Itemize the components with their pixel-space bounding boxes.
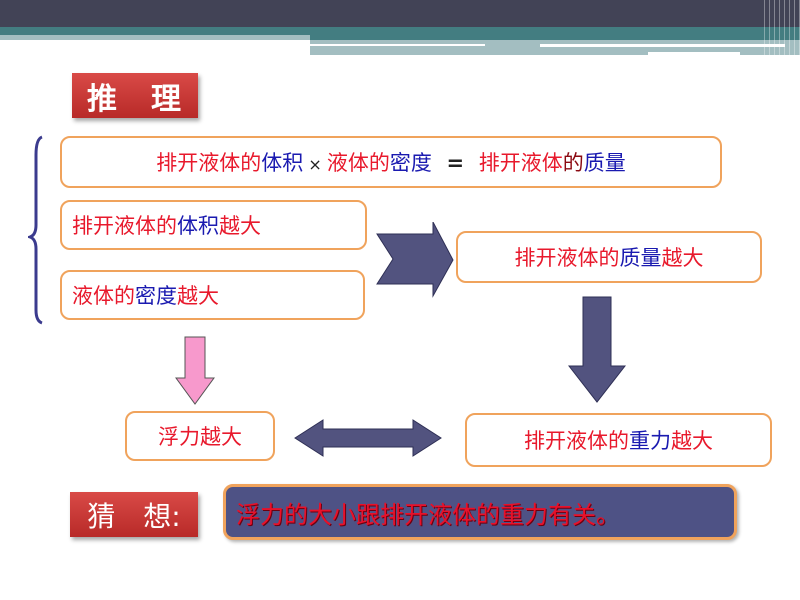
conclusion-box: 浮力的大小跟排开液体的重力有关。: [223, 484, 737, 540]
premise-text: 体积: [177, 214, 219, 238]
header-bar-light-left: [0, 35, 310, 40]
reasoning-label: 推 理: [72, 73, 198, 118]
pink-down-arrow-icon: [175, 336, 215, 405]
header-bar-light-right: [310, 40, 800, 55]
buoyancy-text: 浮力越大: [158, 425, 242, 449]
premise-volume-box: 排开液体的体积越大: [60, 200, 367, 250]
weight-text: 越大: [671, 429, 713, 453]
header-bar-dark: [0, 0, 800, 27]
reasoning-label-text: 推 理: [87, 81, 183, 117]
guess-label-text: 猜 想:: [87, 499, 181, 533]
weight-text: 重力: [629, 429, 671, 453]
header-stripes: [760, 0, 800, 55]
premise-density-box: 液体的密度越大: [60, 270, 365, 320]
premise-text: 排开液体的: [72, 214, 177, 238]
weight-box: 排开液体的重力越大: [465, 413, 772, 467]
header-white-line-2: [540, 44, 785, 47]
multiply-sign: ×: [303, 155, 327, 174]
mass-text: 越大: [661, 246, 704, 270]
formula-part: 排开液体的: [156, 151, 262, 175]
header-white-block: [648, 52, 740, 56]
formula-part: 体积: [261, 151, 304, 175]
formula-part: 质量: [583, 151, 626, 175]
mass-text: 质量: [619, 246, 662, 270]
left-brace: [28, 135, 43, 325]
buoyancy-box: 浮力越大: [125, 411, 275, 461]
premise-text: 越大: [219, 214, 261, 238]
premise-text: 越大: [177, 284, 219, 308]
formula-text: 排开液体的体积 × 液体的密度 = 排开液体的质量: [156, 147, 625, 177]
double-arrow-icon: [294, 419, 442, 457]
formula-part: 密度: [389, 151, 432, 175]
formula-box: 排开液体的体积 × 液体的密度 = 排开液体的质量: [60, 136, 722, 188]
conclusion-text: 浮力的大小跟排开液体的重力有关。: [236, 500, 620, 529]
down-arrow-icon: [568, 296, 626, 403]
mass-box: 排开液体的质量越大: [456, 231, 762, 283]
premise-text: 密度: [135, 284, 177, 308]
formula-part: 排开液体: [478, 151, 563, 175]
weight-text: 排开液体的: [524, 429, 629, 453]
mass-text: 排开液体的: [514, 246, 620, 270]
premise-text: 液体的: [72, 284, 135, 308]
guess-label: 猜 想:: [70, 492, 198, 537]
right-arrow-icon: [376, 222, 454, 298]
equals-sign: =: [431, 151, 479, 175]
formula-part: 液体的: [326, 151, 390, 175]
header-white-line: [310, 44, 485, 46]
formula-part: 的: [562, 151, 584, 175]
